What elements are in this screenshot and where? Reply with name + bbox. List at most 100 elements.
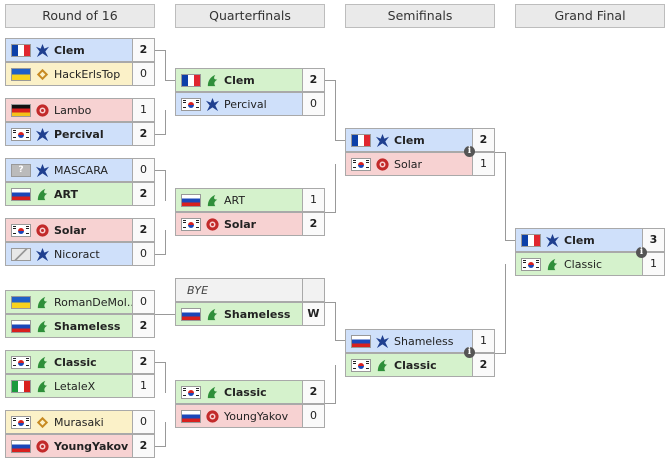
player-name[interactable]: HackErlsTop (54, 67, 121, 81)
player-name[interactable]: Solar (224, 217, 257, 231)
player-name[interactable]: YoungYakov (224, 409, 289, 423)
info-icon[interactable]: i (464, 146, 475, 157)
player-name[interactable]: Clem (54, 43, 85, 57)
flag-ru-icon (11, 187, 31, 201)
zerg-icon (35, 439, 50, 454)
random-icon (35, 295, 50, 310)
flag-fr-icon (351, 133, 371, 147)
flag-fr-icon (521, 233, 541, 247)
player-name[interactable]: Clem (564, 233, 595, 247)
player-row-solar[interactable]: Solar 2 (175, 212, 325, 236)
player-name[interactable]: Classic (564, 257, 603, 271)
terran-icon (205, 97, 220, 112)
flag-kr-icon (11, 127, 31, 141)
score-cell: 2 (302, 69, 324, 91)
player-name[interactable]: RomanDeMol... (54, 295, 132, 309)
flag-fr-icon (11, 43, 31, 57)
score-cell: 2 (132, 351, 154, 373)
score-cell: 0 (302, 93, 324, 115)
player-row-nicoract[interactable]: Nicoract 0 (5, 242, 155, 266)
bracket-connector (325, 80, 336, 93)
score-cell: 3 (642, 229, 664, 251)
player-name[interactable]: Classic (224, 385, 267, 399)
score-cell: 0 (132, 159, 154, 181)
score-cell: 2 (132, 435, 154, 457)
flag-fr-icon (181, 73, 201, 87)
player-name[interactable]: Murasaki (54, 415, 104, 429)
terran-icon (35, 127, 50, 142)
player-row-shameless[interactable]: Shameless W (175, 302, 325, 326)
bracket-connector (155, 110, 166, 135)
score-cell: 0 (132, 243, 154, 265)
score-cell: 0 (132, 291, 154, 313)
player-name[interactable]: Classic (54, 355, 97, 369)
player-row-clem[interactable]: Clem 2 (175, 68, 325, 92)
player-row-lambo[interactable]: Lambo 1 (5, 98, 155, 122)
score-cell: 1 (132, 99, 154, 121)
flag-ru-icon (181, 193, 201, 207)
score-cell: W (302, 303, 324, 325)
player-name[interactable]: ART (224, 193, 246, 207)
flag-kr-icon (181, 97, 201, 111)
score-cell: 1 (472, 330, 494, 352)
player-row-percival[interactable]: Percival 0 (175, 92, 325, 116)
player-row-classic[interactable]: Classic 2 (5, 350, 155, 374)
player-row-romandemol-[interactable]: RomanDeMol...0 (5, 290, 155, 314)
bracket-connector (155, 230, 166, 255)
player-name[interactable]: Classic (394, 358, 437, 372)
player-name[interactable]: Shameless (224, 307, 291, 321)
player-name[interactable]: Shameless (394, 334, 454, 348)
flag-kr-icon (181, 385, 201, 399)
flag-kr-icon (11, 415, 31, 429)
player-name[interactable]: Clem (224, 73, 255, 87)
player-row-classic[interactable]: Classic 1 (515, 252, 665, 276)
player-name[interactable]: Nicoract (54, 247, 100, 261)
terran-icon (545, 233, 560, 248)
player-name[interactable]: MASCARA (54, 163, 108, 177)
header-round-of-16: Round of 16 (5, 4, 155, 28)
player-row-shameless[interactable]: Shameless 1 (345, 329, 495, 353)
player-name[interactable]: Solar (54, 223, 87, 237)
bye-label: BYE (187, 283, 209, 297)
score-cell: 1 (302, 189, 324, 211)
bracket-connector (165, 80, 175, 82)
flag-ru-icon (181, 409, 201, 423)
player-row-clem[interactable]: Clem 3 (515, 228, 665, 252)
player-name[interactable]: Percival (54, 127, 104, 141)
player-name[interactable]: Clem (394, 133, 425, 147)
random-icon (205, 73, 220, 88)
player-row-art[interactable]: ART 1 (175, 188, 325, 212)
player-name[interactable]: YoungYakov (54, 439, 129, 453)
player-name[interactable]: Shameless (54, 319, 121, 333)
flag-it-icon (11, 379, 31, 393)
score-cell (302, 279, 324, 301)
player-name[interactable]: Lambo (54, 103, 92, 117)
score-cell: 0 (302, 405, 324, 427)
score-cell: 1 (642, 253, 664, 275)
player-name[interactable]: LetaleX (54, 379, 96, 393)
bracket-connector (335, 140, 345, 142)
player-row-youngyakov[interactable]: YoungYakov 0 (175, 404, 325, 428)
info-icon[interactable]: i (464, 347, 475, 358)
random-icon (35, 187, 50, 202)
player-name[interactable]: ART (54, 187, 78, 201)
score-cell: 2 (302, 213, 324, 235)
bye-slot: BYE (175, 278, 325, 302)
player-name[interactable]: Solar (394, 157, 423, 171)
player-name[interactable]: Percival (224, 97, 267, 111)
info-icon[interactable]: i (636, 247, 647, 258)
